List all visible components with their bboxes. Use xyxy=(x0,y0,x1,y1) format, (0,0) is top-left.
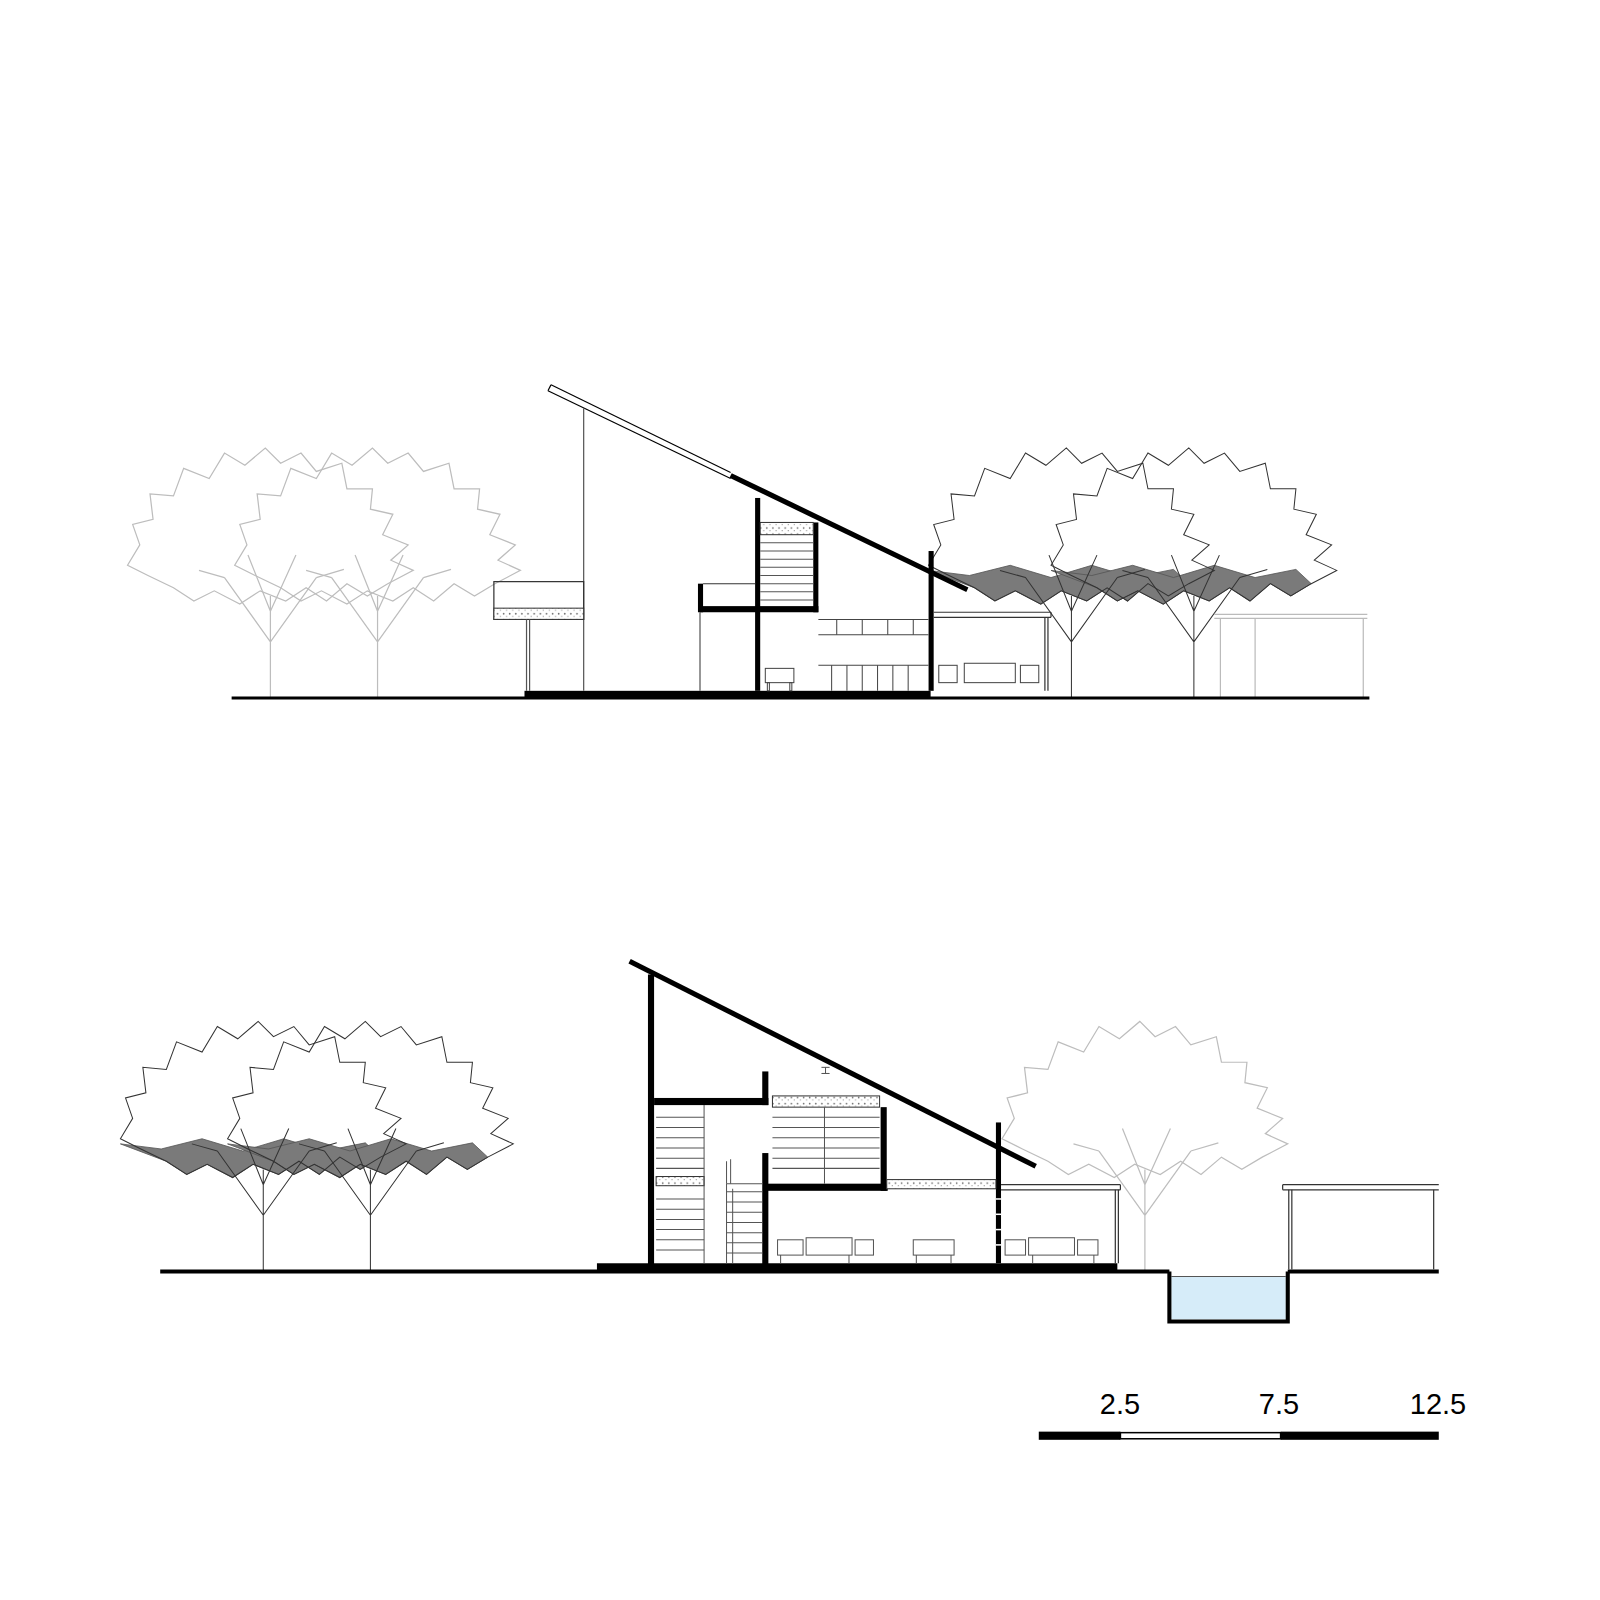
top-section xyxy=(128,385,1370,698)
scale-label: 7.5 xyxy=(1259,1390,1299,1419)
scale-bar xyxy=(1039,1432,1439,1440)
bottom-section xyxy=(120,961,1438,1321)
scale-label: 2.5 xyxy=(1100,1390,1140,1419)
scale-label: 12.5 xyxy=(1410,1390,1466,1419)
